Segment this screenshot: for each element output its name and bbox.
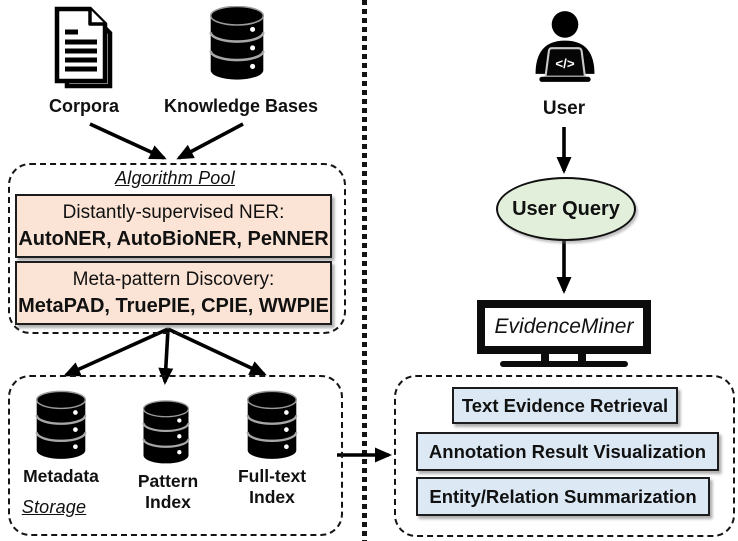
meta-pattern-module-box: Meta-pattern Discovery: MetaPAD, TruePIE… xyxy=(15,261,332,325)
knowledge-bases-database-icon xyxy=(209,6,265,80)
monitor-right-leg xyxy=(578,354,586,362)
feature-label: Text Evidence Retrieval xyxy=(461,394,669,416)
evidenceminer-monitor: EvidenceMiner xyxy=(477,300,651,354)
laptop-code-glyph: </> xyxy=(555,56,574,71)
fulltext-index-label: Full-text Index xyxy=(237,466,307,507)
ner-module-heading: Distantly-supervised NER: xyxy=(62,201,285,223)
user-query-label: User Query xyxy=(512,197,620,220)
documents-icon xyxy=(54,6,113,89)
corpora-label: Corpora xyxy=(48,96,119,116)
feature-entity-relation-summarization: Entity/Relation Summarization xyxy=(416,477,710,516)
evidenceminer-label: EvidenceMiner xyxy=(494,315,634,338)
metadata-label: Metadata xyxy=(23,466,99,486)
user-label: User xyxy=(542,98,586,119)
feature-text-evidence-retrieval: Text Evidence Retrieval xyxy=(452,387,678,424)
panel-separator-line xyxy=(362,0,367,541)
feature-label: Entity/Relation Summarization xyxy=(429,485,697,507)
user-query-node: User Query xyxy=(496,177,636,241)
fulltext-index-database-icon xyxy=(246,390,298,459)
meta-pattern-module-heading: Meta-pattern Discovery: xyxy=(72,268,275,290)
feature-label: Annotation Result Visualization xyxy=(428,440,707,462)
monitor-left-leg xyxy=(541,354,549,362)
arrow-kb-to-pool xyxy=(176,122,244,160)
arrow-corpora-to-pool xyxy=(89,122,167,160)
feature-annotation-result-visualization: Annotation Result Visualization xyxy=(416,432,719,471)
storage-title: Storage xyxy=(21,497,87,517)
pattern-index-label: Pattern Index xyxy=(137,471,199,512)
algorithm-pool-title: Algorithm Pool xyxy=(115,168,235,188)
user-icon: </> xyxy=(535,11,595,82)
metadata-database-icon xyxy=(35,390,87,459)
arrow-pool-to-metadata xyxy=(63,327,169,377)
ner-module-box: Distantly-supervised NER: AutoNER, AutoB… xyxy=(15,194,332,258)
arrow-pool-to-fulltext xyxy=(167,327,267,376)
pattern-index-database-icon xyxy=(142,400,190,464)
ner-module-tools: AutoNER, AutoBioNER, PeNNER xyxy=(18,227,329,250)
monitor-base xyxy=(500,361,628,367)
meta-pattern-module-tools: MetaPAD, TruePIE, CPIE, WWPIE xyxy=(18,294,329,317)
knowledge-bases-label: Knowledge Bases xyxy=(163,96,319,116)
features-group xyxy=(394,375,735,537)
